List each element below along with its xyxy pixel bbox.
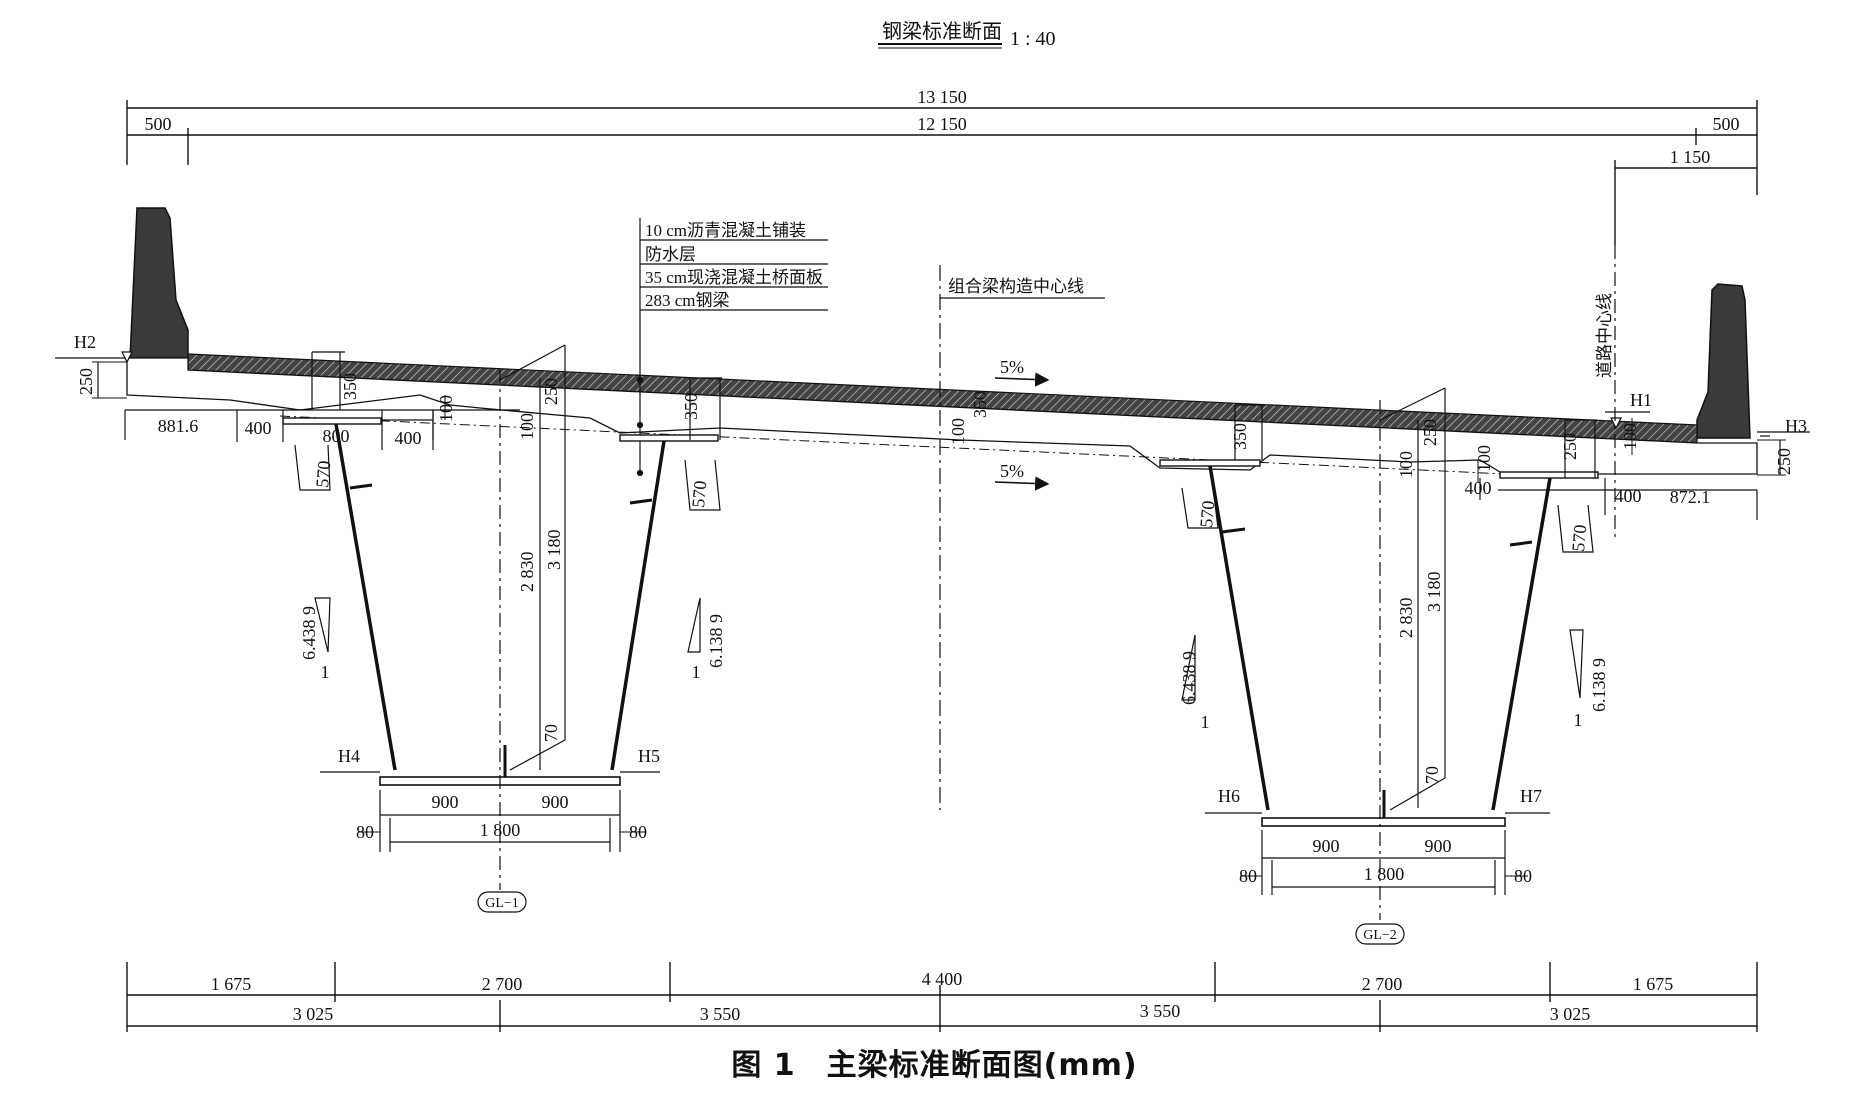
gl1-slope-r: 6.138 9	[706, 614, 726, 668]
gl2-slope-one-r: 1	[1574, 710, 1583, 730]
gl2-overhang: 872.1	[1670, 487, 1711, 507]
gl1-overhang: 881.6	[158, 416, 199, 436]
label-h1: H1	[1630, 390, 1652, 410]
label-h3: H3	[1785, 416, 1807, 436]
bottom-dim-1-4: 2 700	[1362, 974, 1403, 994]
gl1-height-top: 100	[517, 413, 537, 440]
label-h7: H7	[1520, 786, 1542, 806]
drawing-title: 钢梁标准断面 1 : 40	[878, 20, 1056, 50]
gl2-web-top-r: 250	[1560, 433, 1580, 460]
slope-arrows	[994, 372, 1050, 491]
girder-gl1	[92, 344, 722, 913]
right-barrier	[1696, 283, 1751, 439]
gl2-stiff-r: 570	[1568, 524, 1590, 553]
gl1-height-3180: 3 180	[544, 530, 564, 571]
gl1-slab-thk: 250	[76, 368, 96, 395]
bottom-dim-2-1: 3 025	[293, 1004, 334, 1024]
dim-left-edge: 500	[145, 114, 172, 134]
bottom-dim-2-4: 3 025	[1550, 1004, 1591, 1024]
gl2-height-top: 100	[1396, 451, 1416, 478]
gl2-height-top2: 250	[1420, 419, 1440, 446]
gl2-h1-100: 100	[1620, 423, 1640, 450]
top-dimensions	[126, 100, 1758, 245]
bottom-dim-1-3: 4 400	[922, 969, 963, 989]
gl2-haunch-h: 100	[1474, 445, 1494, 472]
gl1-height-2830: 2 830	[517, 552, 537, 593]
gl2-height-3180: 3 180	[1424, 572, 1444, 613]
gl2-edge-l: 80	[1239, 866, 1257, 886]
girder-gl2	[1159, 387, 1786, 945]
dim-overall: 13 150	[917, 87, 967, 107]
gl2-stiff: 570	[1196, 500, 1218, 529]
gl2-half-l: 900	[1313, 836, 1340, 856]
gl1-web-top-r: 350	[681, 393, 701, 420]
gl1-slope-l: 6.438 9	[299, 606, 319, 660]
gl2-bottom-width: 1 800	[1364, 864, 1405, 884]
gl1-haunch-r: 400	[395, 428, 422, 448]
center-dim-100: 100	[948, 418, 968, 445]
gl1-bottom-70: 70	[541, 724, 561, 742]
gl1-web-top: 350	[340, 373, 360, 400]
gl2-slope-r: 6.138 9	[1589, 658, 1609, 712]
gl2-haunch-l: 400	[1465, 478, 1492, 498]
gl1-flange: 800	[323, 426, 350, 446]
dim-clear-width: 12 150	[917, 114, 967, 134]
gl1-slope-one-r: 1	[692, 662, 701, 682]
gl2-edge-r: 80	[1514, 866, 1532, 886]
label-h5: H5	[638, 746, 660, 766]
dim-right-edge: 500	[1713, 114, 1740, 134]
gl1-bottom-width: 1 800	[480, 820, 521, 840]
gl1-height-top2: 250	[541, 378, 561, 405]
dim-right-offset: 1 150	[1670, 147, 1711, 167]
bottom-dim-1-2: 2 700	[482, 974, 523, 994]
layer-leader	[636, 218, 828, 477]
title-text: 钢梁标准断面	[882, 20, 1002, 43]
layer-note-asphalt: 10 cm沥青混凝土铺装	[645, 221, 806, 240]
gl1-edge-l: 80	[356, 822, 374, 842]
gl2-half-r: 900	[1425, 836, 1452, 856]
gl2-haunch-r: 400	[1615, 486, 1642, 506]
bridge-cross-section-drawing: 钢梁标准断面 1 : 40 13 150 12 150 500 500 1 15…	[55, 20, 1810, 1032]
layer-note-steel: 283 cm钢梁	[645, 291, 730, 310]
gl1-stiff: 570	[312, 460, 334, 489]
composite-centerline-label: 组合梁构造中心线	[948, 277, 1084, 296]
gl1-half-r: 900	[542, 792, 569, 812]
gl2-slope-l: 6.438 9	[1179, 651, 1199, 705]
figure-caption: 图 1 主梁标准断面图(mm)	[731, 1048, 1138, 1083]
gl1-slope-one-l: 1	[321, 662, 330, 682]
bottom-dim-1-1: 1 675	[211, 974, 252, 994]
gl2-label: GL−2	[1363, 928, 1397, 943]
left-barrier	[129, 207, 189, 359]
label-h4: H4	[338, 746, 360, 766]
gl1-edge-r: 80	[629, 822, 647, 842]
gl1-label: GL−1	[485, 896, 519, 911]
gl2-bottom-70: 70	[1422, 766, 1442, 784]
gl1-stiff-r: 570	[688, 480, 710, 509]
layer-note-slab: 35 cm现浇混凝土桥面板	[645, 268, 823, 287]
label-h6: H6	[1218, 786, 1240, 806]
gl2-web-top: 350	[1230, 423, 1250, 450]
label-h2: H2	[74, 332, 96, 352]
gl1-half-l: 900	[432, 792, 459, 812]
gl2-slab-thk: 250	[1774, 448, 1794, 475]
deck-slab	[126, 357, 1758, 475]
gl2-height-2830: 2 830	[1396, 598, 1416, 639]
elevation-markers	[121, 351, 1770, 437]
title-scale: 1 : 40	[1010, 28, 1056, 50]
slope-top: 5%	[1000, 357, 1024, 377]
gl2-slope-one-l: 1	[1201, 712, 1210, 732]
gl1-haunch-h: 100	[436, 395, 456, 422]
layer-note-waterproof: 防水层	[645, 245, 696, 264]
bottom-dimensions	[126, 962, 1758, 1032]
road-centerline-label: 道路中心线	[1595, 293, 1614, 378]
gl1-haunch-l: 400	[245, 418, 272, 438]
bottom-dim-2-2: 3 550	[700, 1004, 741, 1024]
bottom-dim-2-3: 3 550	[1140, 1001, 1181, 1021]
center-dim-350: 350	[970, 391, 990, 418]
slope-bottom: 5%	[1000, 461, 1024, 481]
bottom-dim-1-5: 1 675	[1633, 974, 1674, 994]
